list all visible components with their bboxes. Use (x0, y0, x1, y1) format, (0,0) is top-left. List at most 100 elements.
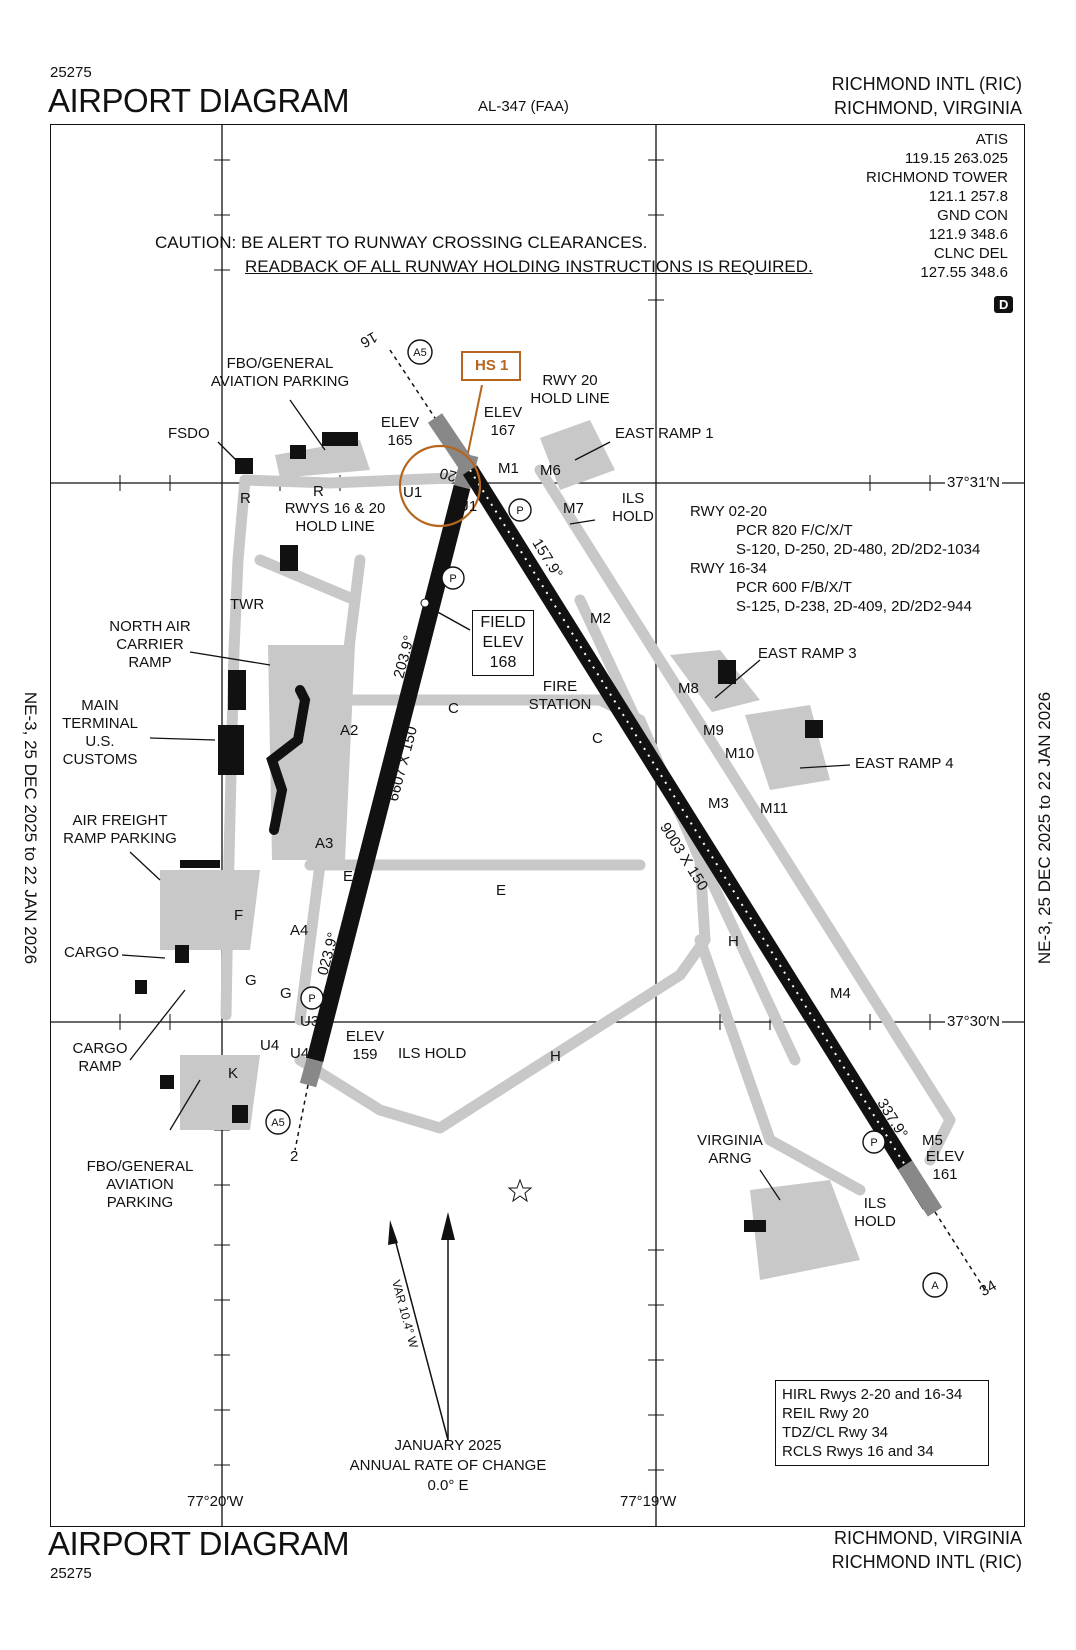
chart-title-bottom: AIRPORT DIAGRAM (48, 1525, 350, 1562)
svg-text:P: P (449, 573, 456, 585)
lighting-line-3: TDZ/CL Rwy 34 (782, 1424, 889, 1441)
rwy02-weights: S-120, D-250, 2D-480, 2D/2D2-1034 (736, 541, 981, 558)
procedure-number-top: 25275 (50, 64, 92, 81)
svg-text:P: P (516, 505, 523, 517)
label-leaders (121, 399, 851, 1201)
svg-text:P: P (870, 1137, 877, 1149)
rate-line-3: 0.0° E (427, 1477, 469, 1494)
east-ramp-3-label: EAST RAMP 3 (758, 645, 857, 662)
rate-line-1: JANUARY 2025 (394, 1437, 502, 1454)
frequency-block: ATIS 119.15 263.025 RICHMOND TOWER 121.1… (866, 130, 1008, 282)
taxiway-label-u4: U4 (260, 1037, 280, 1054)
rwy02-pcr: PCR 820 F/C/X/T (736, 522, 853, 539)
rwy16-label: RWY 16-34 (690, 560, 767, 577)
taxiway-label-r2: R (240, 490, 251, 507)
fbo-top-label: FBO/GENERAL AVIATION PARKING (210, 355, 350, 390)
ils-hold-label-north: ILS HOLD (612, 490, 654, 525)
taxiway-label-r: R (313, 483, 324, 500)
taxiway-label-m8: M8 (678, 680, 699, 697)
caution-line-2: READBACK OF ALL RUNWAY HOLDING INSTRUCTI… (245, 257, 813, 276)
svg-text:A5: A5 (271, 1117, 284, 1129)
tower-label: RICHMOND TOWER (866, 169, 1008, 186)
runway-16-34 (427, 413, 943, 1217)
lon-77-20: 77°20′W (187, 1493, 244, 1510)
elev-159-label: ELEV 159 (345, 1028, 385, 1063)
taxiway-label-a3: A3 (315, 835, 334, 852)
svg-text:A5: A5 (413, 347, 426, 359)
taxiway-label-a2: A2 (340, 722, 359, 739)
taxiway-label-e: E (496, 882, 507, 899)
taxiway-label-e2: E (343, 868, 354, 885)
taxiway-label-m7: M7 (563, 500, 584, 517)
svg-text:A: A (931, 1280, 939, 1292)
cargo-ramp-label: CARGO RAMP (72, 1040, 128, 1075)
taxiway-label-g: G (245, 972, 257, 989)
taxiway-label-f: F (234, 907, 244, 924)
elev-165-label: ELEV 165 (380, 414, 420, 449)
runway-info-block: RWY 02-20 PCR 820 F/C/X/T S-120, D-250, … (690, 502, 980, 616)
field-elev-leader (424, 604, 471, 631)
fsdo-label: FSDO (168, 425, 210, 442)
city-state-top: RICHMOND, VIRGINIA (833, 98, 1022, 118)
hot-spot-leader (467, 384, 483, 454)
caution-line-1: CAUTION: BE ALERT TO RUNWAY CROSSING CLE… (155, 233, 648, 252)
taxiway-label-m2: M2 (590, 610, 611, 627)
city-state-bottom: RICHMOND, VIRGINIA (833, 1528, 1022, 1548)
taxiway-label-h2: H (550, 1048, 561, 1065)
graticule (50, 124, 1025, 1527)
svg-text:P: P (308, 993, 315, 1005)
east-ramp-1-label: EAST RAMP 1 (615, 425, 714, 442)
rwy16-weights: S-125, D-238, 2D-409, 2D/2D2-944 (736, 598, 972, 615)
gnd-label: GND CON (937, 207, 1008, 224)
airport-name-bottom: RICHMOND INTL (RIC) (831, 1552, 1022, 1572)
rwy16-pcr: PCR 600 F/B/X/T (736, 579, 852, 596)
rwys-16-20-hold-line-label: RWYS 16 & 20 HOLD LINE (284, 500, 386, 535)
clnc-freq: 127.55 348.6 (920, 264, 1008, 281)
clnc-label: CLNC DEL (933, 245, 1008, 262)
taxiway-label-m9: M9 (703, 722, 724, 739)
taxiway-label-u1b: U1 (458, 498, 478, 515)
taxiway-label-c2: C (592, 730, 603, 747)
taxiway-label-u1: U1 (403, 484, 423, 501)
elev-161-label: ELEV 161 (925, 1148, 965, 1183)
taxiway-label-m1: M1 (498, 460, 519, 477)
cargo-label: CARGO (64, 944, 120, 961)
lighting-line-4: RCLS Rwys 16 and 34 (782, 1443, 934, 1460)
virginia-arng-label: VIRGINIA ARNG (697, 1132, 763, 1167)
buildings (135, 432, 823, 1232)
lat-37-30: 37°30′N (945, 1013, 1003, 1030)
approach-lights (294, 349, 986, 1291)
taxiway-label-m11: M11 (760, 800, 789, 817)
north-air-carrier-label: NORTH AIR CARRIER RAMP (109, 618, 191, 671)
hot-spot-circle (398, 444, 482, 528)
east-ramp-4-label: EAST RAMP 4 (855, 755, 954, 772)
elev-167-label: ELEV 167 (483, 404, 523, 439)
taxiway-label-m5: M5 (922, 1132, 943, 1149)
lighting-box: HIRL Rwys 2-20 and 16-34 REIL Rwy 20 TDZ… (775, 1380, 989, 1466)
main-terminal-label: MAIN TERMINAL U.S. CUSTOMS (62, 697, 138, 768)
air-freight-label: AIR FREIGHT RAMP PARKING (63, 812, 177, 847)
taxiway-label-m6: M6 (540, 462, 561, 479)
taxiway-label-m3: M3 (708, 795, 729, 812)
taxiway-label-m10: M10 (725, 745, 755, 762)
taxiway-label-g2: G (280, 985, 292, 1002)
ils-hold-label-west: ILS HOLD (398, 1045, 467, 1062)
fbo-bottom-label: FBO/GENERAL AVIATION PARKING (86, 1158, 194, 1211)
lat-37-31: 37°31′N (945, 474, 1003, 491)
tower-freq: 121.1 257.8 (928, 188, 1008, 205)
taxiway-label-h: H (728, 933, 739, 950)
gnd-freq: 121.9 348.6 (928, 226, 1008, 243)
airport-name-top: RICHMOND INTL (RIC) (831, 74, 1022, 94)
hot-spot-label: HS 1 (475, 357, 509, 374)
runway-2-end: 2 (290, 1148, 299, 1165)
ils-hold-label-south: ILS HOLD (854, 1195, 896, 1230)
rate-line-2: ANNUAL RATE OF CHANGE (349, 1457, 547, 1474)
twr-label: TWR (230, 596, 265, 613)
taxiway-label-k: K (228, 1065, 239, 1082)
lighting-line-2: REIL Rwy 20 (782, 1405, 869, 1422)
taxiway-label-u4b: U4 (290, 1045, 310, 1062)
field-elev-box: FIELD ELEV 168 (472, 610, 534, 676)
fire-station-label: FIRE STATION (528, 678, 592, 713)
